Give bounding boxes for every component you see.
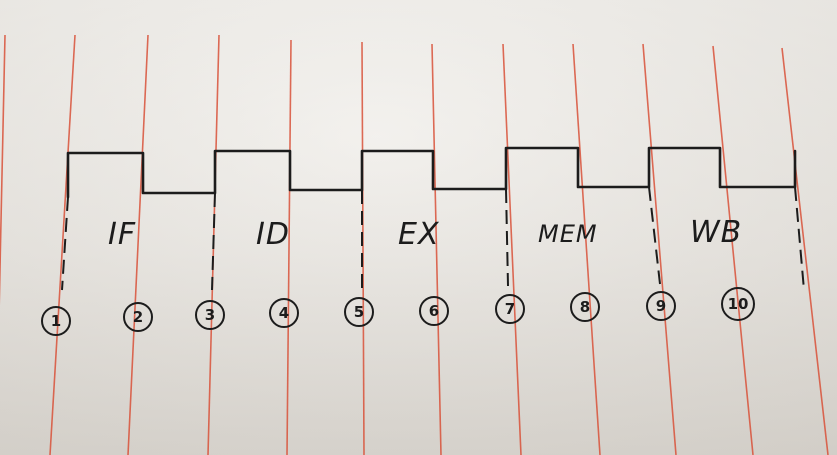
step-circle	[570, 292, 600, 322]
rule-line	[572, 43, 601, 455]
rule-line	[286, 39, 292, 455]
divider-line	[648, 186, 661, 285]
step-circle	[123, 302, 153, 332]
step-number-9: 9	[656, 297, 666, 315]
step-number-5: 5	[354, 303, 364, 321]
step-number-10: 10	[728, 295, 749, 313]
step-circle	[41, 306, 71, 336]
step-number-2: 2	[133, 308, 143, 326]
step-numbers: 1 2 3 4 5 6 7 8 9 10	[51, 295, 749, 330]
rule-line	[0, 34, 6, 306]
step-number-4: 4	[279, 304, 289, 322]
step-circle	[344, 297, 374, 327]
step-number-6: 6	[429, 302, 439, 320]
step-number-3: 3	[205, 306, 215, 324]
step-circle	[721, 287, 755, 321]
step-circle	[195, 300, 225, 330]
stage-label-ex: EX	[398, 217, 440, 252]
step-circle	[495, 294, 525, 324]
rule-line	[781, 47, 829, 455]
stage-label-mem: MEM	[538, 220, 598, 248]
stage-dividers	[61, 186, 805, 291]
stage-label-if: IF	[108, 217, 136, 252]
step-number-7: 7	[505, 300, 515, 318]
step-markers	[41, 287, 755, 336]
rule-line	[361, 41, 365, 455]
step-number-8: 8	[580, 298, 590, 316]
step-circle	[419, 296, 449, 326]
stage-label-id: ID	[256, 217, 290, 252]
step-number-1: 1	[51, 312, 61, 330]
ruled-lines	[0, 34, 829, 455]
clock-waveform	[66, 146, 797, 199]
divider-line	[505, 188, 509, 287]
rule-line	[49, 34, 76, 455]
rule-line	[127, 34, 149, 455]
rule-line	[431, 43, 442, 455]
divider-line	[211, 192, 216, 291]
rule-line	[712, 45, 754, 455]
rule-line	[502, 43, 522, 455]
step-circle	[646, 291, 676, 321]
step-circle	[269, 298, 299, 328]
divider-line	[61, 196, 69, 291]
stage-label-wb: WB	[690, 215, 742, 250]
divider-line	[794, 186, 805, 291]
rule-line	[642, 43, 677, 455]
stage-labels: IF ID EX MEM WB	[108, 215, 742, 252]
